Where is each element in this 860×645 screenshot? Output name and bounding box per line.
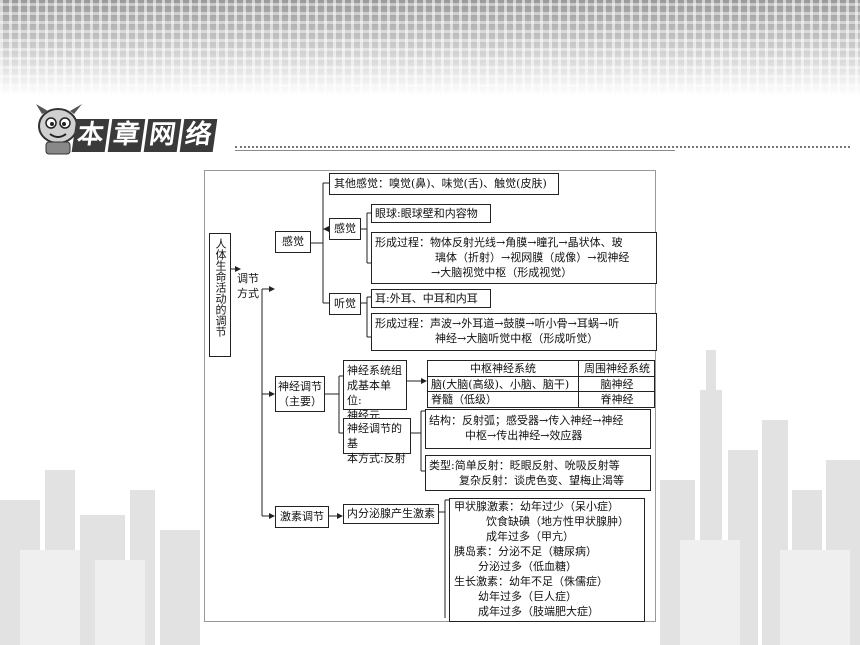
hormone-line-8: 成年过多（肢端肥大症）: [478, 605, 599, 618]
header-title-char-1: 本: [71, 119, 110, 152]
table-cell-brain: 脑(大脑(高级)、小脑、脑干): [431, 378, 570, 391]
neural-unit-line-1: 神经系统组: [347, 364, 402, 377]
node-reflex-types: 类型:简单反射：眨眼反射、吮吸反射等 复杂反射：谈虎色变、望梅止渴等: [425, 455, 651, 491]
node-reflex-structure: 结构：反射弧；感受器→传入神经→神经 中枢→传出神经→效应器: [425, 409, 651, 449]
node-hormonal-label: 激素调节: [280, 510, 324, 523]
city-skyline-background: [0, 350, 860, 645]
node-hearing-process: 形成过程：声波→外耳道→鼓膜→听小骨→耳蜗→听 神经→大脑听觉中枢（形成听觉）: [371, 313, 657, 351]
node-perception: 感觉: [275, 231, 311, 253]
hormone-secretion-text: 内分泌腺产生激素: [347, 507, 435, 520]
concept-map: 人体生命活动的调节 调节方式 感觉 其他感觉：嗅觉(鼻)、味觉(舌)、触觉(皮肤…: [204, 170, 657, 622]
eye-text: 眼球:眼球壁和内容物: [375, 207, 478, 220]
header-dotted-rule: [235, 146, 850, 148]
regulation-mode-label: 调节方式: [237, 272, 259, 300]
reflex-basic-line-1: 神经调节的基: [347, 422, 402, 450]
table-cell-spinal-nerves: 脊神经: [600, 393, 634, 406]
node-vision-label: 感觉: [334, 222, 356, 235]
table-header-peripheral: 周围神经系统: [584, 362, 650, 375]
neural-unit-line-2: 成基本单位:: [347, 379, 391, 407]
root-node: 人体生命活动的调节: [209, 233, 231, 357]
node-eye: 眼球:眼球壁和内容物: [371, 204, 491, 223]
ear-text: 耳:外耳、中耳和内耳: [375, 292, 478, 305]
node-hormonal: 激素调节: [275, 506, 329, 528]
vision-process-line-2: 璃体（折射）→视网膜（成像）→视神经: [435, 251, 630, 264]
reflex-basic-line-2: 本方式:反射: [347, 452, 406, 465]
other-senses-text: 其他感觉：嗅觉(鼻)、味觉(舌)、触觉(皮肤): [334, 177, 547, 190]
header-rule: [235, 150, 675, 151]
reflex-types-line-1: 类型:简单反射：眨眼反射、吮吸反射等: [429, 459, 620, 472]
node-vision-process: 形成过程：物体反射光线→角膜→瞳孔→晶状体、玻 璃体（折射）→视网膜（成像）→视…: [371, 232, 657, 284]
table-cell-spinal-cord: 脊髓（低级）: [431, 393, 497, 406]
neural-label-line-1: 神经调节: [278, 380, 322, 393]
hearing-process-line-1: 形成过程：声波→外耳道→鼓膜→听小骨→耳蜗→听: [375, 317, 620, 330]
node-hormone-details: 甲状腺激素：幼年过少（呆小症） 饮食缺碘（地方性甲状腺肿） 成年过多（甲亢） 胰…: [449, 498, 645, 622]
reflex-structure-line-1: 结构：反射弧；感受器→传入神经→神经: [429, 414, 624, 427]
chapter-header: 本 章 网 络: [20, 102, 850, 158]
vision-process-line-3: →大脑视觉中枢（形成视觉）: [431, 266, 573, 279]
root-label: 人体生命活动的调节: [214, 238, 227, 337]
hormone-line-7: 幼年过多（巨人症）: [478, 590, 577, 603]
node-neural: 神经调节 （主要）: [275, 376, 325, 412]
neural-label-line-2: （主要）: [278, 395, 322, 408]
node-hearing-label: 听觉: [334, 297, 356, 310]
table-cell-cranial-nerves: 脑神经: [600, 378, 634, 391]
node-other-senses: 其他感觉：嗅觉(鼻)、味觉(舌)、触觉(皮肤): [329, 173, 559, 195]
hormone-line-1: 甲状腺激素：幼年过少（呆小症）: [454, 500, 619, 513]
reflex-structure-line-2: 中枢→传出神经→效应器: [465, 429, 583, 442]
hormone-line-5: 分泌过多（低血糖）: [478, 560, 577, 573]
hormone-line-6: 生长激素：幼年不足（侏儒症）: [454, 575, 608, 588]
hearing-process-line-2: 神经→大脑听觉中枢（形成听觉）: [435, 332, 599, 345]
node-neural-unit: 神经系统组 成基本单位: 神经元: [343, 360, 407, 422]
node-hearing: 听觉: [329, 293, 361, 315]
node-perception-label: 感觉: [282, 235, 304, 248]
header-title-char-3: 网: [143, 119, 182, 152]
header-decorative-band: [0, 0, 860, 96]
hormone-line-2: 饮食缺碘（地方性甲状腺肿）: [486, 515, 629, 528]
header-title-char-2: 章: [107, 119, 146, 152]
node-ear: 耳:外耳、中耳和内耳: [371, 289, 491, 308]
node-reflex-basic: 神经调节的基 本方式:反射: [343, 418, 411, 465]
hormone-line-4: 胰岛素：分泌不足（糖尿病）: [454, 545, 597, 558]
hormone-line-3: 成年过多（甲亢）: [486, 530, 574, 543]
reflex-types-line-2: 复杂反射：谈虎色变、望梅止渴等: [459, 474, 624, 487]
mascot-logo-icon: [36, 104, 82, 155]
vision-process-line-1: 形成过程：物体反射光线→角膜→瞳孔→晶状体、玻: [375, 236, 623, 249]
header-title-char-4: 络: [179, 119, 218, 152]
nervous-system-table: 中枢神经系统 周围神经系统 脑(大脑(高级)、小脑、脑干) 脑神经 脊髓（低级）…: [427, 360, 655, 408]
table-header-central: 中枢神经系统: [470, 362, 536, 375]
node-hormone-secretion: 内分泌腺产生激素: [343, 504, 439, 524]
node-vision: 感觉: [329, 218, 361, 240]
